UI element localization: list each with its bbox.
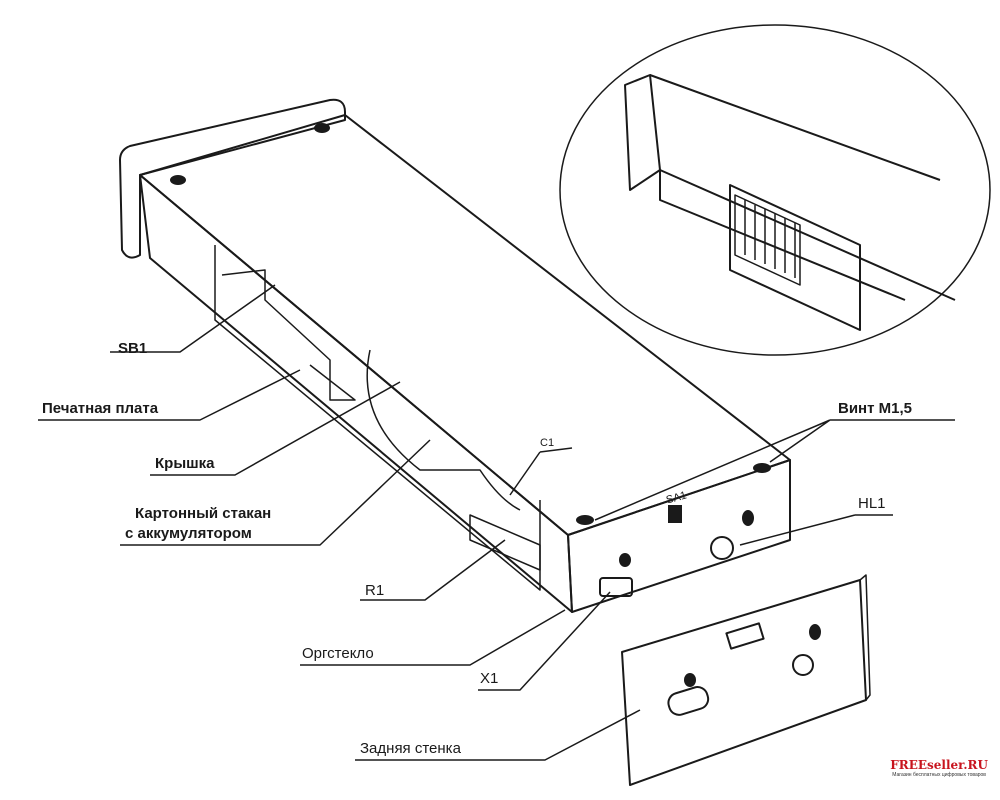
- watermark-title: FREEseller.RU: [890, 758, 988, 772]
- label-r1: R1: [365, 582, 385, 599]
- watermark-subtitle: Магазин бесплатных цифровых товаров: [892, 772, 986, 778]
- hl1-led: [710, 536, 734, 560]
- label-plexiglass: Оргстекло: [302, 645, 374, 662]
- label-hl1: HL1: [858, 495, 886, 512]
- label-x1: X1: [480, 670, 499, 687]
- detail-inset: [624, 74, 956, 331]
- watermark: FREEseller.RU Магазин бесплатных цифровы…: [890, 758, 988, 778]
- label-screw: Винт М1,5: [838, 400, 912, 417]
- label-cover: Крышка: [155, 455, 215, 472]
- label-cup-line1: Картонный стакан: [135, 505, 272, 522]
- label-pcb: Печатная плата: [42, 400, 159, 417]
- detail-inset-circle: [559, 24, 991, 356]
- housing-end: [567, 459, 791, 613]
- label-sb1: SB1: [118, 340, 148, 357]
- front-frame: [119, 98, 346, 259]
- label-cup-line2: с аккумулятором: [125, 525, 252, 542]
- x1-connector: [599, 577, 633, 597]
- label-c1: C1: [540, 437, 555, 449]
- housing-top: [139, 114, 791, 536]
- label-back-wall: Задняя стенка: [360, 740, 461, 757]
- back-wall-panel: [621, 579, 867, 786]
